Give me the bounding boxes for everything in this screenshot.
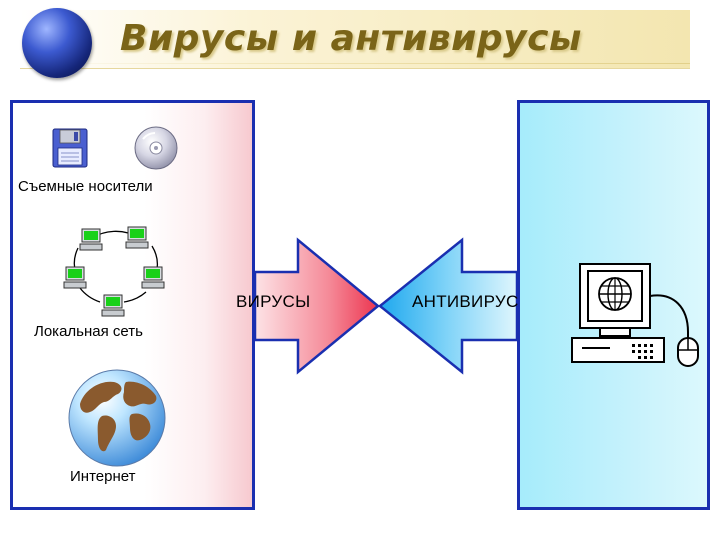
local-network-label: Локальная сеть xyxy=(34,323,143,340)
slide-title: Вирусы и антивирусы xyxy=(120,18,582,59)
network-computer-icon xyxy=(141,266,165,289)
floppy-disk-icon xyxy=(52,128,88,168)
desktop-computer-icon xyxy=(571,263,699,367)
network-computer-icon xyxy=(125,226,149,249)
title-band xyxy=(20,10,690,69)
network-computer-icon xyxy=(101,294,125,317)
internet-label: Интернет xyxy=(70,468,136,485)
cd-disc-icon xyxy=(134,126,178,170)
antivirus-label: АНТИВИРУС xyxy=(412,292,519,311)
earth-globe-icon xyxy=(68,369,166,467)
viruses-label: ВИРУСЫ xyxy=(236,292,311,311)
globe-logo-icon xyxy=(22,8,92,78)
removable-media-label: Съемные носители xyxy=(18,178,153,195)
network-computer-icon xyxy=(63,266,87,289)
network-computer-icon xyxy=(79,228,103,251)
